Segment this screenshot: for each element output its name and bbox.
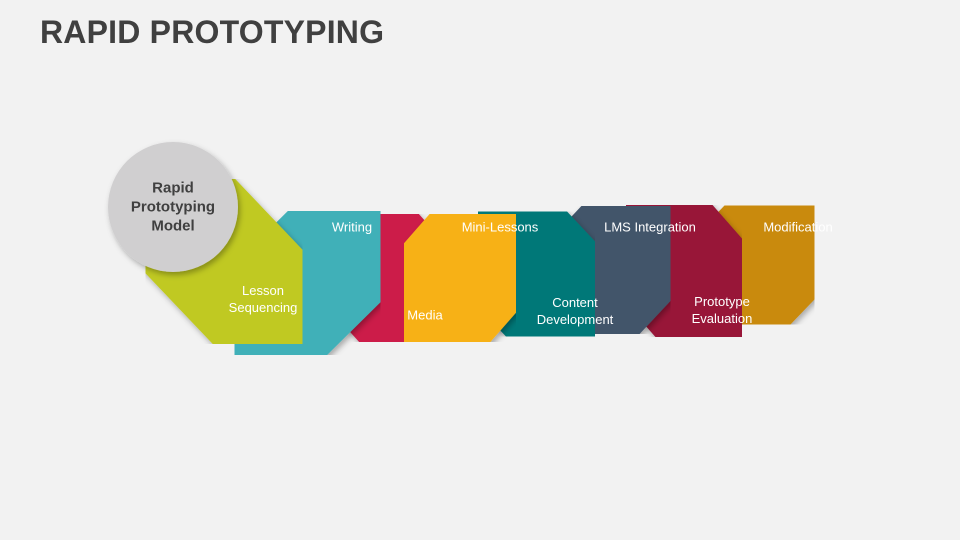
step-content-development: Content Development <box>536 295 614 327</box>
step-lesson-sequencing: Lesson Sequencing <box>228 283 298 315</box>
step-prototype-evaluation: Prototype Evaluation <box>691 294 753 326</box>
step-mini-lessons: Mini-Lessons <box>461 219 539 235</box>
slide-title: RAPID PROTOTYPING <box>40 14 385 50</box>
step-writing: Writing <box>331 219 373 235</box>
step-lms-integration: LMS Integration <box>604 219 696 235</box>
center-circle <box>108 142 238 272</box>
step-media: Media <box>407 307 443 323</box>
step-modification: Modification <box>763 219 833 235</box>
capsule-mini-lessons <box>360 173 560 383</box>
center-label: Rapid Prototyping Model <box>130 179 216 235</box>
